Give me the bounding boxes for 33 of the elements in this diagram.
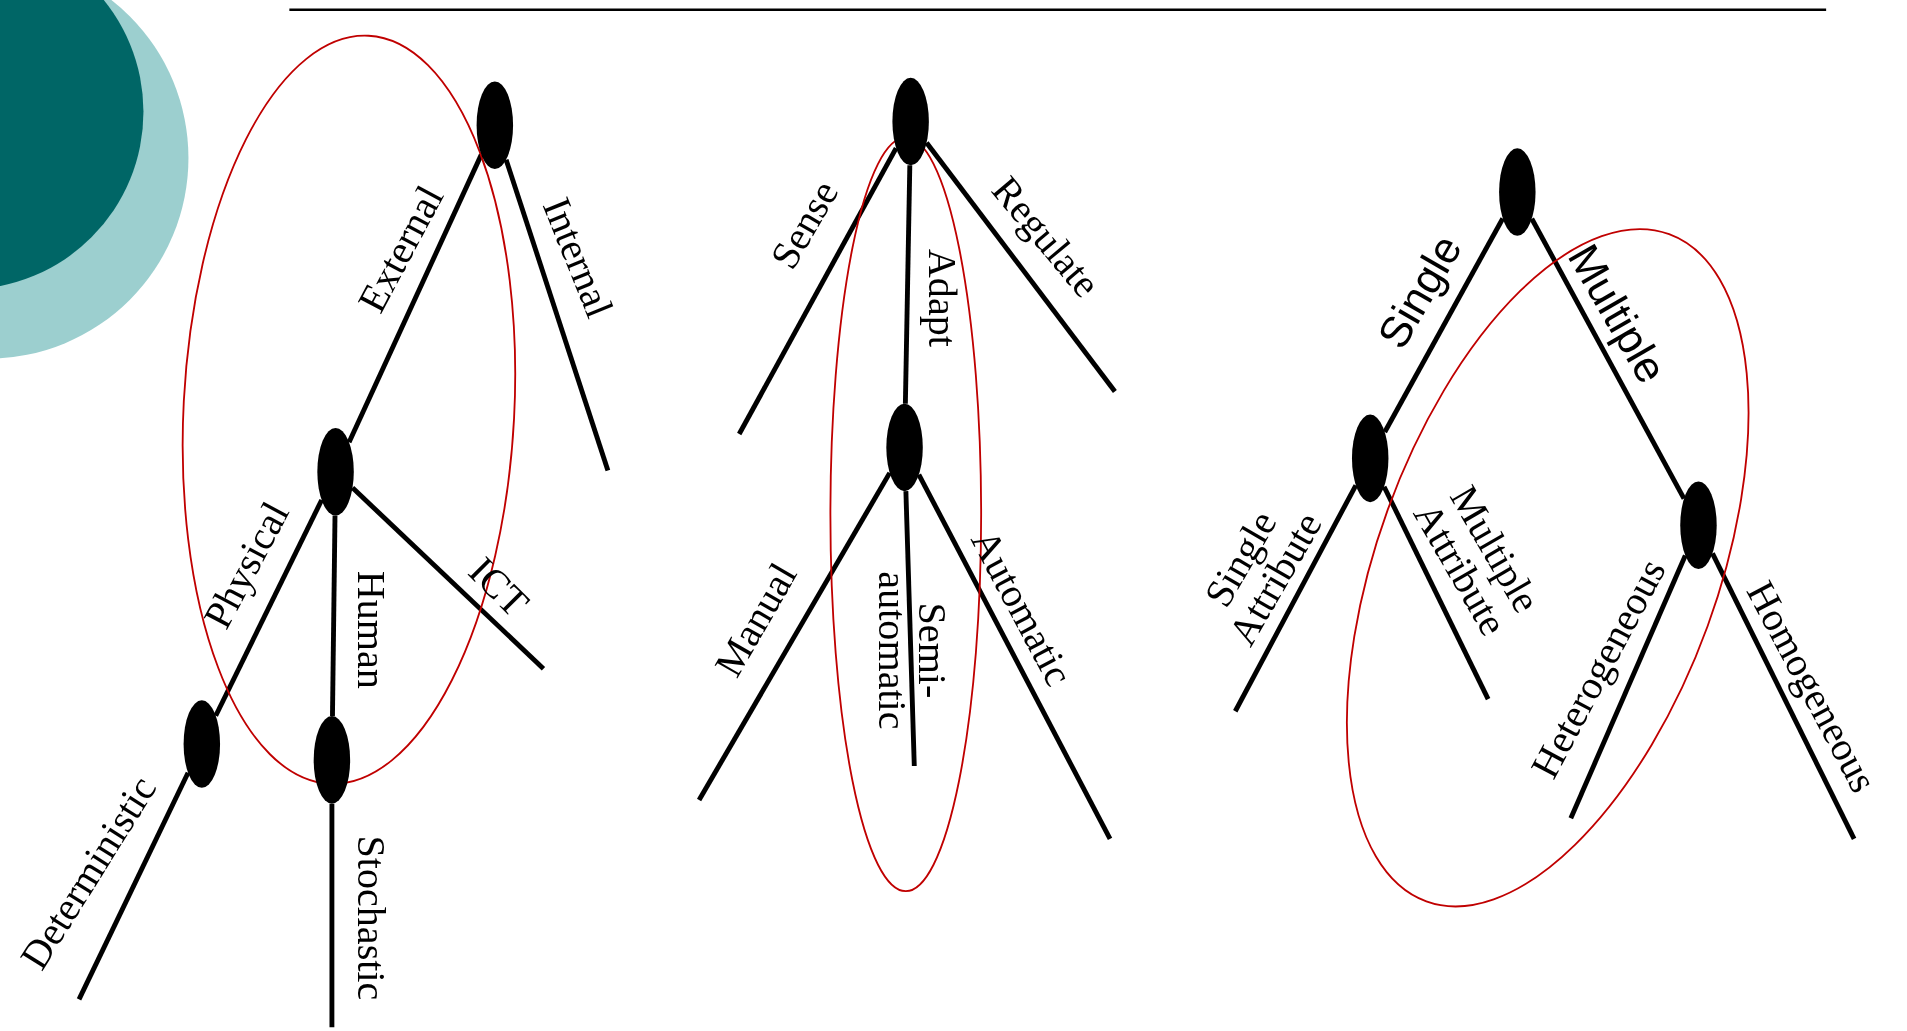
branch-line [1382,217,1505,434]
tree-node-dot [886,403,923,492]
tree-node-dot [1351,414,1389,503]
branch-line [1568,554,1688,820]
edge-label: Adapt [922,248,963,347]
branch-line [902,165,913,404]
edge-label: Stochastic [350,835,391,1001]
tree-node-dot [317,427,354,516]
tree-node-dot [1499,148,1536,236]
tree-node-dot [313,716,351,804]
branch-line [1381,485,1491,701]
branch-line [1233,484,1358,713]
branch-line [916,473,1113,841]
branch-line [213,498,324,717]
tree-node-dot [476,81,514,169]
edge-label: Semi- automatic [871,571,952,730]
branch-line [76,771,191,1001]
branch-line [329,803,335,1028]
branch-line [1710,552,1857,840]
edge-label: Human [350,570,391,689]
branch-line [1529,217,1687,500]
branch-line [346,153,484,444]
branch-line [503,158,611,472]
tree-node-dot [183,700,221,788]
branch-line [697,471,892,802]
branch-line [330,515,338,717]
branch-line [903,491,917,767]
tree-node-dot [1680,481,1717,569]
branch-line [924,141,1117,393]
branch-line [737,146,899,436]
branch-line [350,486,546,671]
tree-node-dot [892,77,929,166]
edge-label: ICT [461,550,536,625]
